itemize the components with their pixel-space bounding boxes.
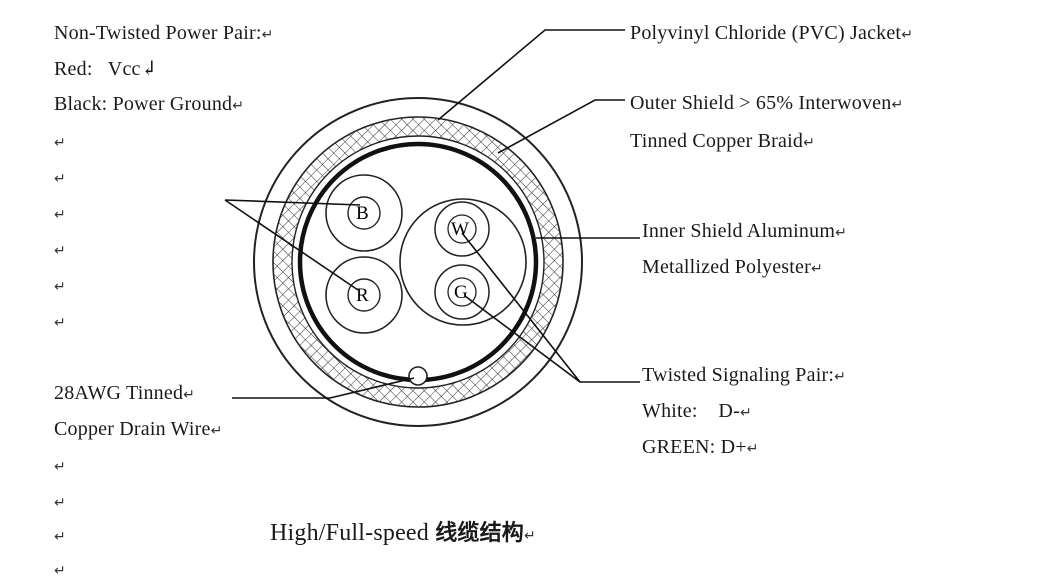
power-pair-black-label: Black: Power Ground↵ — [54, 93, 245, 115]
drain-wire-label-line2: Copper Drain Wire↵ — [54, 418, 223, 440]
paragraph-mark: ↵ — [54, 135, 66, 151]
leader-signal-green — [464, 295, 581, 383]
paragraph-mark: ↵ — [54, 459, 66, 475]
signal-pair-wrap — [399, 198, 527, 326]
paragraph-mark: ↵ — [54, 315, 66, 331]
signal-pair-title: Twisted Signaling Pair:↵ — [642, 364, 847, 386]
white-core-conductor — [447, 214, 477, 244]
core-label-red: R — [356, 285, 369, 306]
braid-inner-edge — [291, 135, 545, 389]
paragraph-mark: ↵ — [54, 207, 66, 223]
paragraph-mark: ↵ — [54, 563, 66, 579]
paragraph-mark: ↵ — [54, 495, 66, 511]
outer-shield-label-line1: Outer Shield > 65% Interwoven↵ — [630, 92, 904, 114]
power-pair-red-label: Red: Vcc↲ — [54, 58, 158, 80]
core-label-green: G — [454, 282, 468, 303]
drain-wire — [408, 366, 428, 386]
paragraph-mark: ↵ — [54, 243, 66, 259]
paragraph-mark: ↵ — [54, 279, 66, 295]
leader-power-pair-red — [224, 199, 359, 291]
leader-drain-wire — [232, 377, 415, 399]
paragraph-mark: ↵ — [54, 171, 66, 187]
inner-shield-label-line2: Metallized Polyester↵ — [642, 256, 823, 278]
signal-pair-white-label: White: D-↵ — [642, 400, 752, 422]
jacket-label: Polyvinyl Chloride (PVC) Jacket↵ — [630, 22, 914, 44]
drain-wire-label-line1: 28AWG Tinned↵ — [54, 382, 196, 404]
outer-shield-label-line2: Tinned Copper Braid↵ — [630, 130, 815, 152]
leader-jacket — [437, 29, 625, 121]
leader-outer-shield — [497, 99, 625, 154]
leader-power-pair-black — [224, 199, 361, 206]
signal-pair-green-label: GREEN: D+↵ — [642, 436, 759, 458]
figure-caption: High/Full-speed 线缆结构↵ — [270, 520, 536, 546]
power-pair-title: Non-Twisted Power Pair:↵ — [54, 22, 274, 44]
inner-shield-label-line1: Inner Shield Aluminum↵ — [642, 220, 848, 242]
core-label-black: B — [356, 203, 369, 224]
red-core-conductor — [347, 278, 381, 312]
paragraph-mark: ↵ — [54, 529, 66, 545]
core-label-white: W — [451, 219, 469, 240]
